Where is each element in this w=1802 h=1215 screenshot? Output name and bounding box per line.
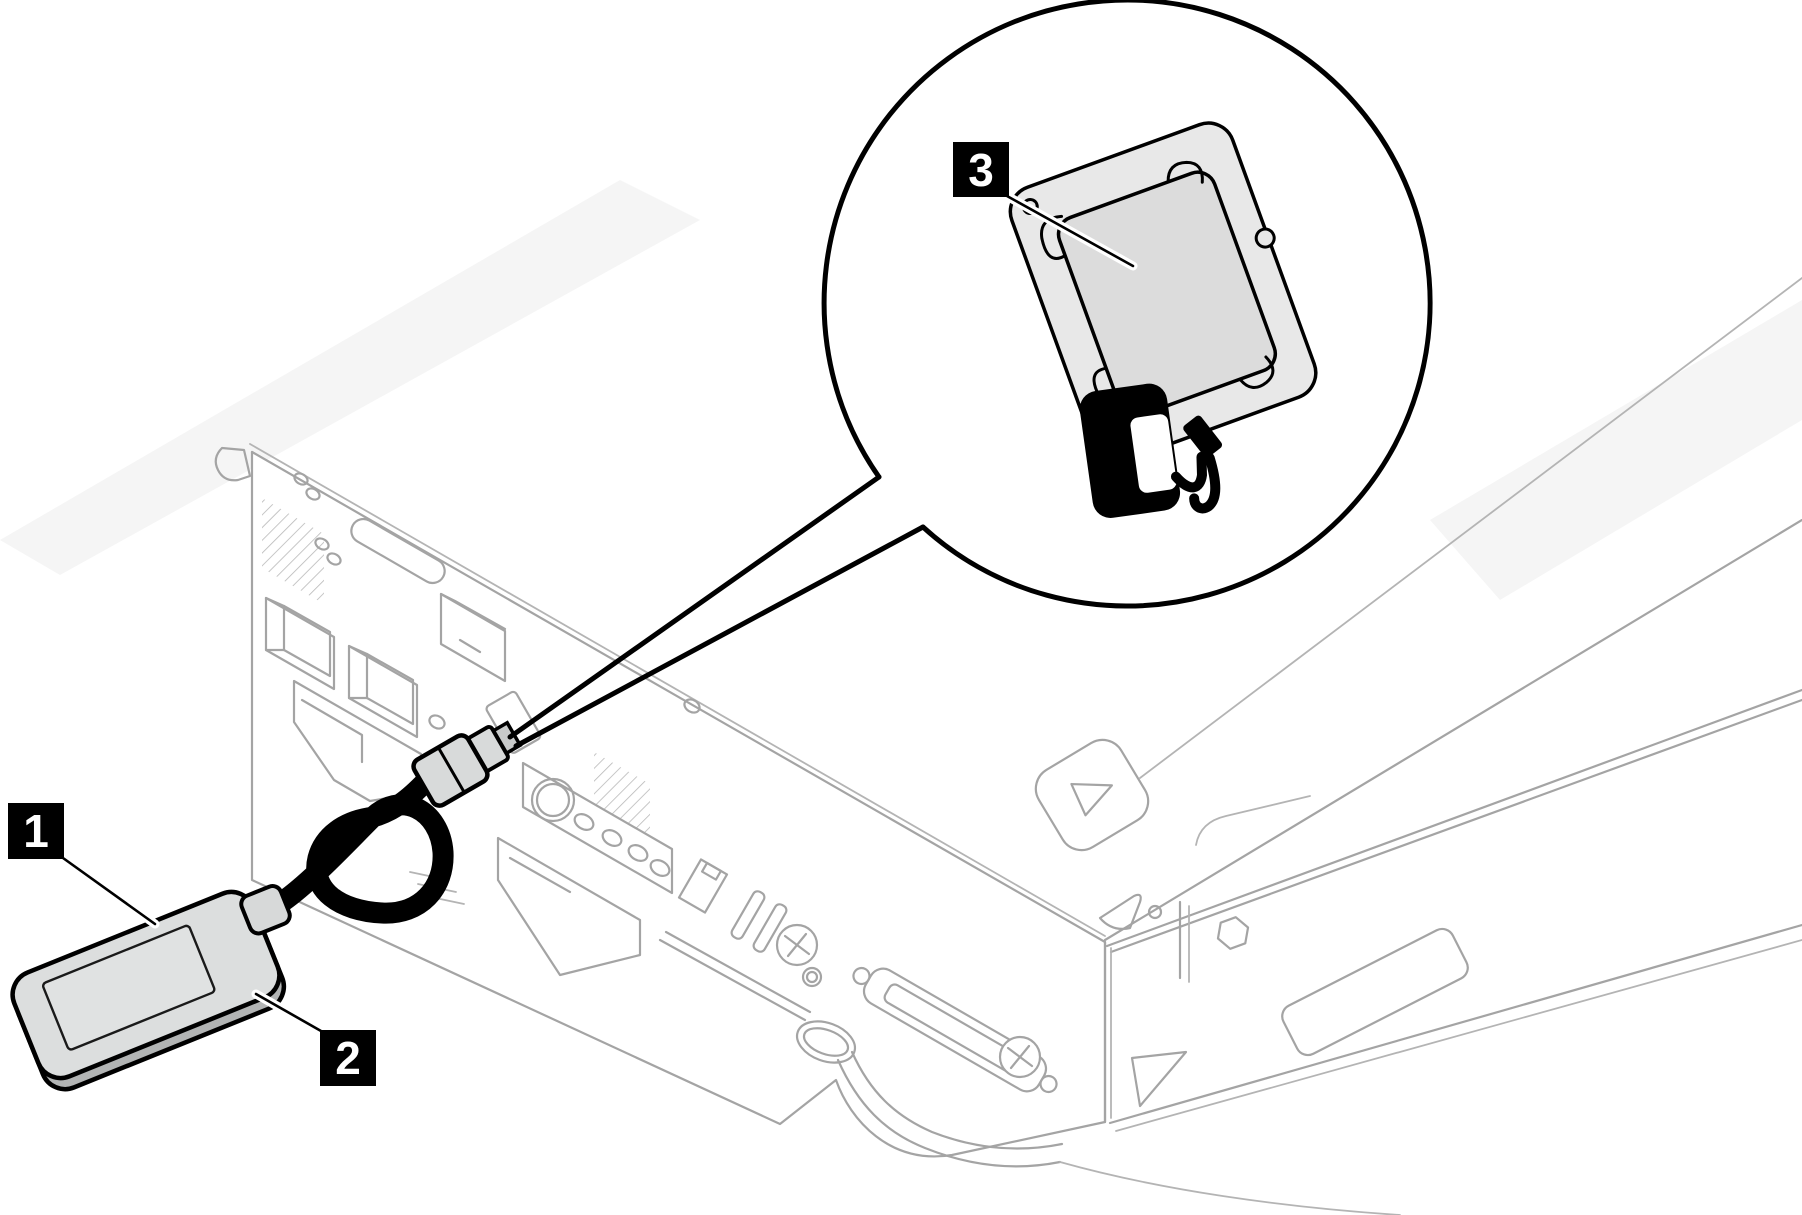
- handle-slot: [350, 517, 446, 585]
- bezel-bracket: [292, 679, 426, 803]
- front-panel: [214, 446, 1401, 1215]
- cable-plug: [411, 720, 523, 808]
- callout-3-leader: [1005, 194, 1135, 268]
- vent-grille: [262, 498, 324, 604]
- callout-1-number: 1: [23, 805, 49, 857]
- magnifier-circle: [821, 0, 1433, 609]
- side-cutout: [1130, 1050, 1188, 1108]
- phillips-screw: [775, 923, 819, 967]
- io-slot: [439, 592, 507, 683]
- callout-2-box: [320, 1030, 376, 1086]
- side-panel: [1103, 277, 1802, 1132]
- connector-cover-detail: [1008, 121, 1318, 464]
- port-cage: [347, 644, 419, 739]
- callout-3: 3: [953, 142, 1138, 271]
- diagnostics-cable: [265, 720, 523, 924]
- front-io-plate: [521, 761, 674, 895]
- callout-3-box: [953, 142, 1009, 197]
- handset-cable-stub: [239, 884, 292, 936]
- server-node: [214, 277, 1802, 1215]
- retention-clip: [214, 446, 252, 482]
- callout-2-leader: [254, 992, 323, 1033]
- hex-hole: [1216, 916, 1250, 950]
- callout-1-box: [8, 803, 64, 859]
- callout-2-number: 2: [335, 1032, 361, 1084]
- cover-latch-emblem: [1034, 738, 1150, 852]
- magnifier-funnel: [507, 474, 882, 740]
- magnifier: 3: [507, 0, 1439, 749]
- screw-holes: [293, 472, 342, 566]
- handset-screen: [42, 924, 216, 1051]
- phillips-screw: [998, 1035, 1042, 1079]
- release-handle: [658, 930, 1401, 1215]
- cable-loop: [265, 766, 454, 924]
- callout-1: 1: [8, 803, 160, 929]
- callout-3-number: 3: [968, 144, 994, 196]
- diagnostics-handset: [10, 884, 292, 1092]
- network-port: [677, 858, 729, 914]
- cover-highlight: [0, 180, 1802, 600]
- callout-2: 2: [251, 989, 376, 1086]
- side-vent-slot: [1281, 927, 1469, 1057]
- slot-bracket: [730, 890, 788, 953]
- port-cage: [264, 596, 336, 691]
- callout-1-leader: [61, 856, 157, 926]
- diagnostics-handset-icon: [1079, 383, 1223, 518]
